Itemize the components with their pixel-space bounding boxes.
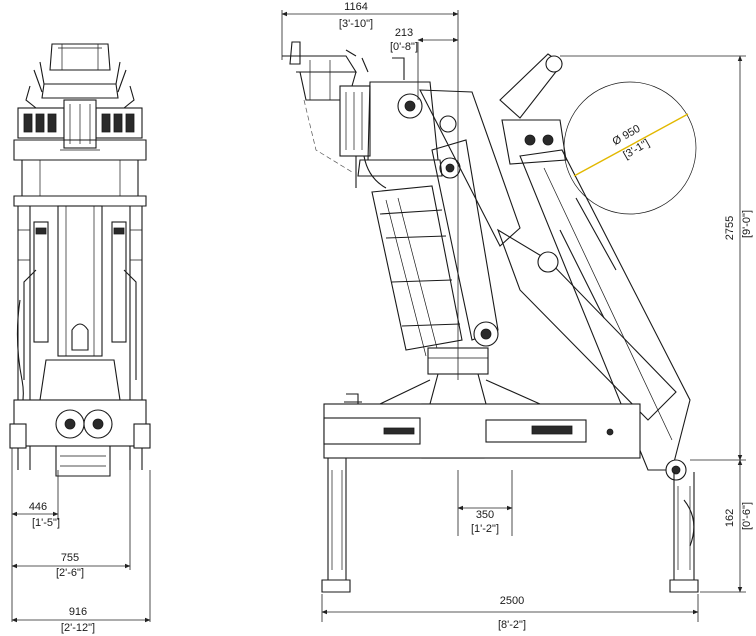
inner-boom — [419, 89, 521, 347]
base-slewing — [9, 359, 151, 477]
side-dim-350-imperial: [1'-2"] — [471, 523, 499, 535]
front-dim-916-value: 916 — [69, 606, 87, 618]
side-dim-213-value: 213 — [395, 27, 413, 39]
side-dim-162-imperial: [0'-6"] — [741, 502, 753, 530]
side-dim-2755-value: 2755 — [724, 216, 736, 240]
stabilizer-legs — [321, 458, 699, 593]
crane-column — [17, 205, 143, 470]
front-dim-446-value: 446 — [29, 501, 47, 513]
side-dimension-lines — [281, 10, 746, 622]
operator-seat — [25, 43, 135, 109]
side-dim-2500-value: 2500 — [500, 595, 524, 607]
knuckle-cylinder — [499, 53, 567, 165]
front-dim-755-value: 755 — [61, 552, 79, 564]
front-view: 446 [1'-5"] 755 [2'-6"] 916 [2'-12"] — [9, 43, 151, 634]
front-dim-916-imperial: [2'-12"] — [61, 622, 95, 634]
control-valves — [17, 99, 143, 149]
boom-radius-circle — [563, 81, 697, 215]
front-dim-446-imperial: [1'-5"] — [32, 517, 60, 529]
yellow-radius-pointer — [573, 113, 689, 177]
front-dimension-lines — [11, 448, 151, 623]
side-view: 1164 [3'-10"] 213 [0'-8"] 350 [1'-2"] 25… — [281, 1, 753, 631]
lift-cylinder — [371, 185, 489, 375]
side-dim-2755-imperial: [9'-0"] — [741, 210, 753, 238]
side-dim-1164-value: 1164 — [344, 1, 368, 13]
side-control-valves — [339, 85, 387, 189]
side-dim-350-value: 350 — [476, 509, 494, 521]
side-dim-162-value: 162 — [724, 509, 736, 527]
side-column — [357, 81, 461, 179]
column-upper-frame — [13, 139, 147, 207]
side-dim-2500-imperial: [8'-2"] — [498, 619, 526, 631]
side-dim-213-imperial: [0'-8"] — [390, 41, 418, 53]
front-dim-755-imperial: [2'-6"] — [56, 567, 84, 579]
side-dim-1164-imperial: [3'-10"] — [339, 18, 373, 30]
side-base — [323, 373, 641, 459]
